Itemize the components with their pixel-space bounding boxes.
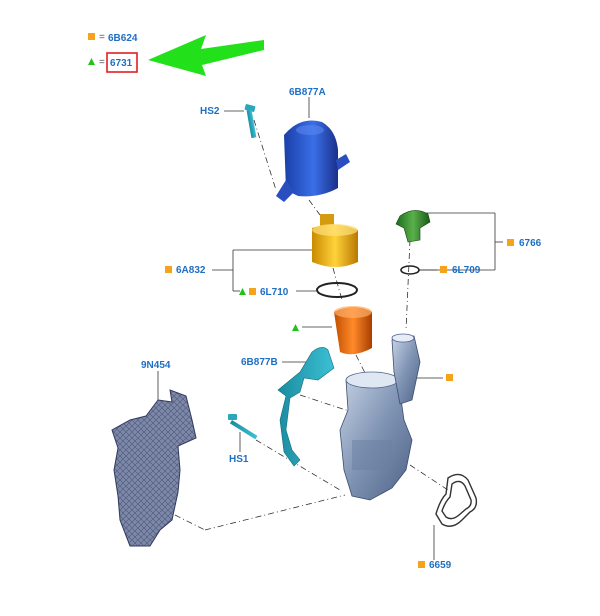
heat-shield-9n454: [111, 389, 197, 547]
bracket-6b877b: [277, 347, 335, 467]
callout-hs1: HS1: [229, 454, 249, 465]
legend: = 6B624 = 6731: [88, 32, 264, 76]
legend-equals-2: =: [99, 57, 105, 68]
oil-filter-housing: [339, 333, 421, 501]
gasket-6659: [435, 473, 478, 527]
callout-6659: 6659: [429, 560, 452, 571]
hs1-bolt: [228, 414, 258, 440]
orange-square-marker-icon: [440, 266, 447, 273]
callout-6766: 6766: [519, 238, 542, 249]
yellow-filter-housing: [312, 214, 358, 267]
orange-oil-filter: [334, 306, 372, 355]
o-ring-6l710: [316, 282, 358, 298]
callout-6l710: 6L710: [260, 287, 289, 298]
orange-square-marker-icon: [446, 374, 453, 381]
orange-square-marker-icon: [249, 288, 256, 295]
oil-filter-cap: [276, 120, 350, 202]
o-ring-6l709: [400, 265, 420, 275]
callout-6a832: 6A832: [176, 265, 206, 276]
legend-equals-1: =: [99, 32, 105, 43]
green-triangle-marker-icon: [292, 324, 299, 331]
green-arrow-icon: [148, 35, 264, 76]
orange-square-marker-icon: [165, 266, 172, 273]
green-oil-filler-cap: [395, 210, 431, 243]
leader-lines: [157, 97, 503, 560]
green-triangle-marker-icon: [239, 288, 246, 295]
callout-9n454: 9N454: [141, 360, 171, 371]
orange-square-marker-icon: [418, 561, 425, 568]
orange-square-marker-icon: [507, 239, 514, 246]
highlight-box: [106, 52, 138, 73]
legend-square-code: 6B624: [108, 33, 138, 44]
callout-hs2: HS2: [200, 106, 220, 117]
hs2-bolt: [244, 104, 257, 139]
orange-square-marker-icon: [88, 33, 95, 40]
legend-triangle-code: 6731: [110, 58, 133, 69]
callout-6l709: 6L709: [452, 265, 481, 276]
callout-6b877b: 6B877B: [241, 357, 278, 368]
callout-6b877a: 6B877A: [289, 87, 326, 98]
green-triangle-marker-icon: [88, 58, 95, 65]
